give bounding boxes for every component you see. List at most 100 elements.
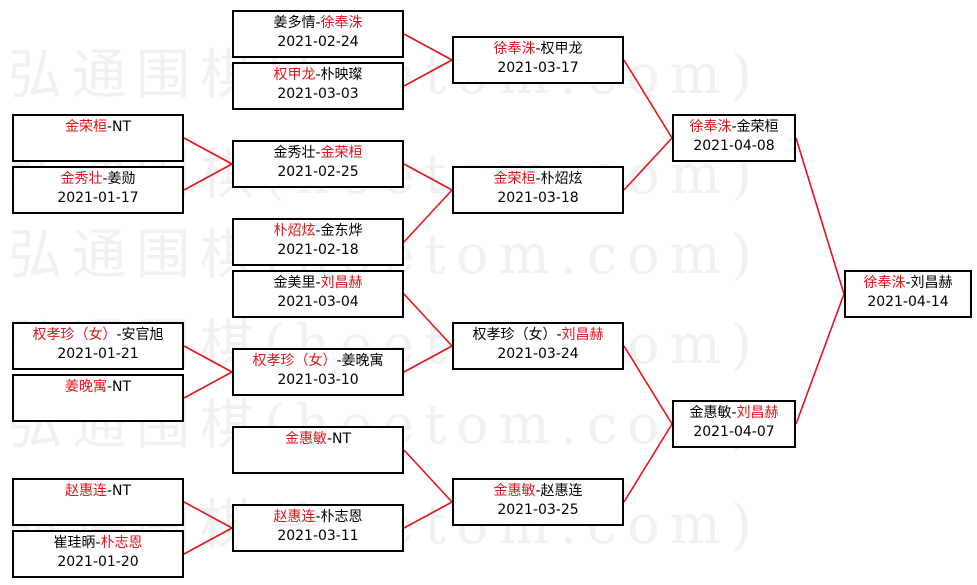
- match-box: 姜晚寓-NT: [12, 374, 184, 422]
- connector-line: [183, 137, 233, 165]
- separator: -: [315, 145, 321, 161]
- player-one: 朴炤炫: [273, 223, 316, 239]
- player-one: 金惠敏: [689, 405, 732, 421]
- match-date: 2021-01-21: [57, 346, 139, 362]
- player-one: 金惠敏: [493, 483, 536, 499]
- connector-line: [403, 345, 453, 373]
- match-players: 金秀壮-姜勋: [14, 168, 182, 189]
- separator: -: [106, 483, 113, 499]
- match-players: 徐奉洙-权甲龙: [454, 38, 622, 59]
- player-one: 徐奉洙: [493, 41, 536, 57]
- separator: -: [106, 119, 113, 135]
- separator: -: [336, 353, 342, 369]
- match-date: 2021-03-03: [277, 86, 359, 102]
- connector-line: [403, 163, 453, 191]
- match-players: 徐奉洙-金荣桓: [674, 116, 794, 137]
- separator: -: [95, 535, 101, 551]
- match-players: 金美里-刘昌赫: [234, 272, 402, 293]
- match-date: 2021-04-07: [693, 424, 775, 440]
- match-players: 金惠敏-赵惠连: [454, 480, 622, 501]
- connector-line: [183, 527, 233, 555]
- match-players: 赵惠连-NT: [14, 480, 182, 501]
- player-one: 权孝珍（女）: [32, 327, 117, 343]
- player-two: 安官旭: [121, 327, 164, 343]
- player-one: 权孝珍（女）: [472, 327, 557, 343]
- player-two: 刘昌赫: [736, 405, 779, 421]
- separator: -: [106, 379, 113, 395]
- player-two: 刘昌赫: [561, 327, 604, 343]
- match-date: 2021-03-24: [497, 346, 579, 362]
- player-two: 朴志恩: [100, 535, 143, 551]
- player-one: 姜多情: [273, 15, 316, 31]
- player-one: 赵惠连: [273, 509, 316, 525]
- player-one: 徐奉洙: [689, 119, 732, 135]
- player-one: 崔珪昞: [53, 535, 96, 551]
- player-one: 权甲龙: [273, 67, 316, 83]
- match-box: 姜多情-徐奉洙 2021-02-24: [232, 10, 404, 58]
- player-two: NT: [112, 483, 132, 499]
- match-players: 金惠敏-刘昌赫: [674, 402, 794, 423]
- match-date: 2021-04-14: [867, 294, 949, 310]
- player-two: NT: [112, 119, 132, 135]
- player-two: 赵惠连: [540, 483, 583, 499]
- match-date: 2021-04-08: [693, 138, 775, 154]
- player-two: 金东烨: [320, 223, 363, 239]
- match-date: 2021-01-17: [57, 190, 139, 206]
- separator: -: [731, 119, 737, 135]
- player-one: 姜晚寓: [64, 379, 107, 395]
- player-two: 权甲龙: [540, 41, 583, 57]
- match-box: 崔珪昞-朴志恩 2021-01-20: [12, 530, 184, 578]
- match-date: 2021-02-24: [277, 34, 359, 50]
- match-date: 2021-02-18: [277, 242, 359, 258]
- player-two: 徐奉洙: [320, 15, 363, 31]
- player-two: NT: [112, 379, 132, 395]
- connector-line: [403, 449, 453, 503]
- match-date: 2021-03-10: [277, 372, 359, 388]
- player-one: 金秀壮: [273, 145, 316, 161]
- player-two: 朴映璨: [320, 67, 363, 83]
- player-one: 徐奉洙: [863, 275, 906, 291]
- match-players: 权孝珍（女）-姜晚寓: [234, 350, 402, 371]
- player-two: 金荣桓: [320, 145, 363, 161]
- match-date: 2021-01-20: [57, 554, 139, 570]
- match-players: 徐奉洙-刘昌赫: [846, 272, 970, 293]
- player-two: 姜晚寓: [341, 353, 384, 369]
- match-players: 朴炤炫-金东烨: [234, 220, 402, 241]
- separator: -: [535, 41, 541, 57]
- connector-line: [183, 501, 233, 529]
- match-players: 权孝珍（女）-刘昌赫: [454, 324, 622, 345]
- separator: -: [731, 405, 737, 421]
- separator: -: [116, 327, 122, 343]
- match-players: 金荣桓-NT: [14, 116, 182, 137]
- connector-line: [403, 59, 453, 87]
- player-two: 金荣桓: [736, 119, 779, 135]
- match-players: 赵惠连-朴志恩: [234, 506, 402, 527]
- match-players: 姜晚寓-NT: [14, 376, 182, 397]
- player-two: 刘昌赫: [910, 275, 953, 291]
- separator: -: [535, 171, 541, 187]
- match-date: 2021-03-11: [277, 528, 359, 544]
- connector-line: [623, 423, 673, 503]
- connector-line: [623, 137, 673, 191]
- separator: -: [315, 15, 321, 31]
- separator: -: [315, 223, 321, 239]
- match-players: 权甲龙-朴映璨: [234, 64, 402, 85]
- match-players: 金秀壮-金荣桓: [234, 142, 402, 163]
- connector-line: [623, 59, 673, 139]
- connector-line: [795, 293, 845, 425]
- connector-line: [403, 293, 453, 347]
- match-players: 权孝珍（女）-安官旭: [14, 324, 182, 345]
